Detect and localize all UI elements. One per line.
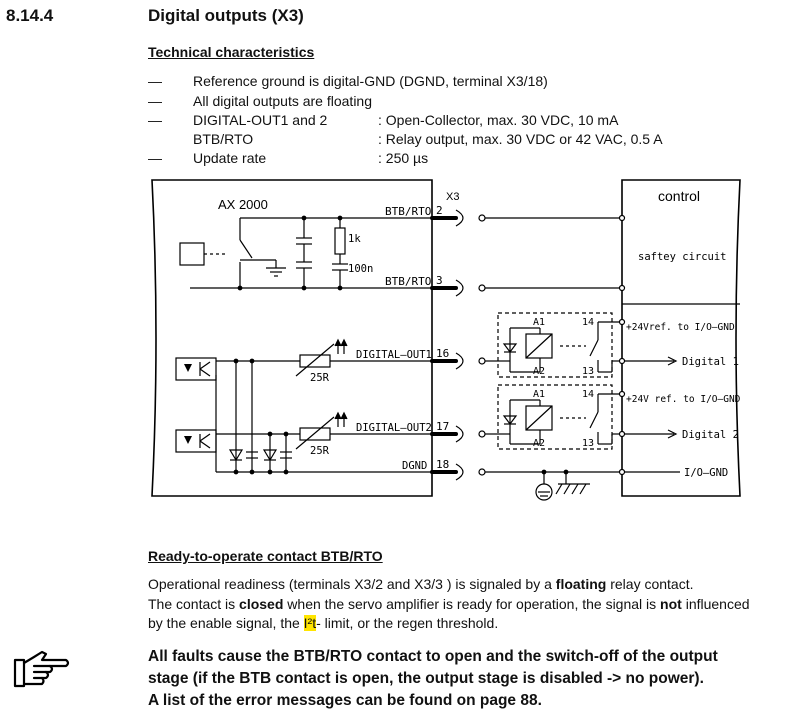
wiring-diagram: AX 2000 X3 control saftey circuit BTB/RT… bbox=[151, 179, 741, 501]
text-run: relay contact. bbox=[606, 576, 694, 592]
list-item: Reference ground is digital-GND (DGND, t… bbox=[193, 73, 548, 89]
pointing-hand-icon bbox=[13, 650, 70, 688]
relay2-14: 14 bbox=[582, 389, 594, 400]
digital-1-label: Digital 1 bbox=[682, 356, 739, 368]
pin-18: 18 bbox=[436, 458, 449, 471]
connector-pins bbox=[430, 216, 458, 474]
text-run-bold: closed bbox=[239, 596, 284, 612]
relay-coil bbox=[179, 242, 205, 266]
text-run: The contact is bbox=[148, 596, 240, 612]
list-item-value: : Open-Collector, max. 30 VDC, 10 mA bbox=[378, 112, 619, 128]
list-item-label: BTB/RTO bbox=[193, 131, 254, 147]
relay2-13: 13 bbox=[582, 438, 594, 449]
ref-24v-2: +24V ref. to I/O—GND bbox=[626, 394, 741, 405]
list-item-label: DIGITAL-OUT1 and 2 bbox=[193, 112, 328, 128]
text-run: by the enable signal, the bbox=[148, 615, 304, 631]
text-run-bold: floating bbox=[555, 576, 607, 592]
pin-17: 17 bbox=[436, 420, 449, 433]
note-line-3: A list of the error messages can be foun… bbox=[148, 692, 542, 709]
optocoupler-2 bbox=[175, 429, 217, 453]
digital-2-label: Digital 2 bbox=[682, 429, 739, 441]
btb-label-1: BTB/RTO bbox=[385, 205, 431, 218]
pin-16: 16 bbox=[436, 347, 449, 360]
relay2-a1: A1 bbox=[533, 389, 545, 400]
relay1-a1: A1 bbox=[533, 317, 545, 328]
list-dash: — bbox=[148, 73, 162, 89]
connector-sockets bbox=[455, 209, 486, 481]
ready-paragraph-line-2: The contact is closed when the servo amp… bbox=[148, 596, 750, 612]
list-item-value: : Relay output, max. 30 VDC or 42 VAC, 0… bbox=[378, 131, 663, 147]
ready-paragraph-line-1: Operational readiness (terminals X3/2 an… bbox=[148, 576, 693, 592]
control-outline bbox=[621, 179, 741, 497]
cap-100n-label: 100n bbox=[348, 263, 373, 275]
text-run: when the servo amplifier is ready for op… bbox=[283, 596, 661, 612]
list-dash: — bbox=[148, 112, 162, 128]
ready-heading: Ready-to-operate contact BTB/RTO bbox=[148, 548, 383, 564]
amplifier-outline bbox=[151, 179, 433, 497]
relay2-a2: A2 bbox=[533, 438, 545, 449]
text-run: Operational readiness (terminals X3/2 an… bbox=[148, 576, 556, 592]
relay1-14: 14 bbox=[582, 317, 594, 328]
list-item-label: Update rate bbox=[193, 150, 267, 166]
safety-circuit-label: saftey circuit bbox=[638, 251, 727, 263]
relay1-a2: A2 bbox=[533, 366, 545, 377]
ext-relay-2 bbox=[497, 384, 613, 450]
resistor-25r-2: 25R bbox=[310, 445, 330, 457]
note-line-1: All faults cause the BTB/RTO contact to … bbox=[148, 648, 718, 665]
tech-heading: Technical characteristics bbox=[148, 44, 315, 60]
list-dash: — bbox=[148, 150, 162, 166]
digital-out1-label: DIGITAL—OUT1 bbox=[356, 349, 432, 361]
resistor-1k-label: 1k bbox=[348, 233, 361, 245]
ready-paragraph-line-3: by the enable signal, the I²t- limit, or… bbox=[148, 615, 498, 631]
digital-out2-label: DIGITAL—OUT2 bbox=[356, 422, 432, 434]
relay1-13: 13 bbox=[582, 366, 594, 377]
io-gnd-label: I/O—GND bbox=[684, 467, 728, 479]
section-number: 8.14.4 bbox=[6, 6, 54, 25]
highlighted-text: I²t bbox=[303, 615, 317, 631]
pin-3: 3 bbox=[436, 274, 443, 287]
dgnd-label: DGND bbox=[402, 460, 427, 472]
text-run: - limit, or the regen threshold. bbox=[316, 615, 499, 631]
connector-label: X3 bbox=[446, 191, 459, 203]
text-run-bold: not bbox=[660, 596, 682, 612]
list-item-value: : 250 µs bbox=[378, 150, 429, 166]
list-dash: — bbox=[148, 93, 162, 109]
section-title: Digital outputs (X3) bbox=[148, 6, 304, 25]
ext-relay-1 bbox=[497, 312, 613, 378]
device-label: AX 2000 bbox=[218, 197, 268, 212]
text-run: influenced bbox=[681, 596, 750, 612]
list-item: All digital outputs are floating bbox=[193, 93, 372, 109]
optocoupler-1 bbox=[175, 357, 217, 381]
resistor-25r-1: 25R bbox=[310, 372, 330, 384]
ref-24v-1: +24Vref. to I/O—GND bbox=[626, 322, 735, 333]
btb-label-2: BTB/RTO bbox=[385, 275, 431, 288]
note-line-2: stage (if the BTB contact is open, the o… bbox=[148, 670, 704, 687]
pin-2: 2 bbox=[436, 204, 443, 217]
control-label: control bbox=[658, 188, 700, 204]
